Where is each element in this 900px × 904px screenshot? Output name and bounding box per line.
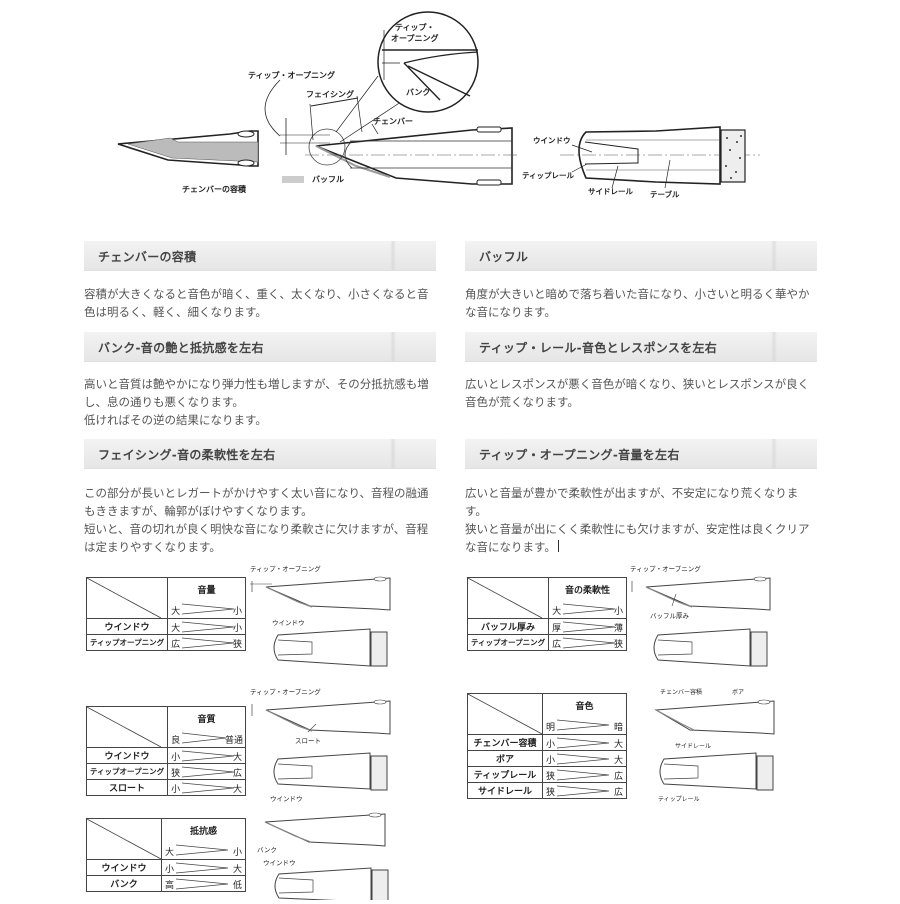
figure-resistance: バンク ウインドウ	[255, 806, 420, 903]
svg-text:ティップ・オープニング: ティップ・オープニング	[248, 70, 335, 80]
comparison-table-quality: 音質 良 普通 ウインドウ 小大 ティップオープニング 狭広 スロート 小大	[85, 706, 246, 796]
svg-text:ウインドウ: ウインドウ	[270, 795, 303, 803]
table-row: ティップオープニング 狭広	[85, 763, 246, 780]
svg-text:ティップ・オープニング: ティップ・オープニング	[250, 687, 321, 696]
svg-text:ティップ・オープニング: ティップ・オープニング	[250, 564, 321, 573]
table-row: ボア 小大	[467, 750, 627, 767]
tip-zoom-inset	[377, 11, 479, 113]
section-header-tip-opening: ティップ・オープニング-音量を左右	[465, 439, 817, 469]
section-paragraph: 高いと音質は艶やかになり弾力性も増しますが、その分抵抗感も増し、息の通りも悪くな…	[84, 377, 429, 409]
svg-text:チェンバー容積: チェンバー容積	[660, 688, 702, 696]
svg-text:ウインドウ: ウインドウ	[533, 136, 571, 145]
section-paragraph: 容積が大きくなると音色が暗く、重く、太くなり、小さくなると音色は明るく、軽く、細…	[84, 287, 429, 319]
table-row: バッフル厚み 厚薄	[466, 618, 627, 635]
section-title: フェイシング-音の柔軟性を左右	[98, 448, 276, 462]
table-diagonal-cell	[466, 577, 550, 619]
svg-text:チェンバーの容積: チェンバーの容積	[182, 184, 247, 194]
table-diagonal-cell	[86, 818, 162, 860]
table-row: スロート 小大	[85, 779, 246, 796]
section-paragraph: 低ければその逆の結果になります。	[84, 413, 267, 427]
section-body-bank: 高いと音質は艶やかになり弾力性も増しますが、その分抵抗感も増し、息の通りも悪くな…	[84, 375, 439, 429]
mouthpiece-anatomy-diagram: チェンバーの容積 ティップ・オープニング フェイシング	[100, 0, 820, 210]
svg-text:フェイシング: フェイシング	[306, 89, 354, 99]
svg-text:ボア: ボア	[732, 688, 744, 696]
section-title: バンク-音の艶と抵抗感を左右	[98, 341, 264, 355]
table-row: チェンバー容積 小大	[467, 734, 627, 751]
svg-text:バッフル厚み: バッフル厚み	[650, 612, 690, 620]
comparison-table-volume: 音量 大 小 ウインドウ 大小 ティップオープニング 広狭	[85, 577, 246, 651]
section-paragraph: 狭いと音量が出にくく柔軟性にも欠けますが、安定性は良くクリアな音になります。	[465, 522, 810, 554]
chamber-volume-figure	[117, 130, 259, 167]
section-title: ティップ・オープニング-音量を左右	[479, 448, 680, 462]
svg-text:ティップレール: ティップレール	[522, 170, 575, 180]
svg-text:ウインドウ: ウインドウ	[272, 619, 305, 627]
svg-text:ティップ・オープニング: ティップ・オープニング	[630, 564, 701, 573]
section-body-tip-rail: 広いとレスポンスが悪く音色が暗くなり、狭いとレスポンスが良く音色が荒くなります。	[465, 375, 820, 411]
comparison-table-tone-color: 音色 明 暗 チェンバー容積 小大 ボア 小大 ティップレール 狭広 サイドレー…	[467, 693, 627, 799]
comparison-table-flexibility: 音の柔軟性 大 小 バッフル厚み 厚薄 ティップオープニング 広狭	[466, 577, 627, 651]
table-row: ティップオープニング 広狭	[466, 634, 627, 651]
section-header-baffle: バッフル	[465, 241, 817, 271]
svg-text:テーブル: テーブル	[650, 189, 680, 199]
svg-text:サイドレール: サイドレール	[675, 743, 711, 750]
figure-quality: ティップ・オープニング スロート ウインドウ	[250, 684, 420, 809]
section-header-tip-rail: ティップ・レール-音色とレスポンスを左右	[465, 332, 817, 362]
table-header-cell: 音質 良 普通	[167, 706, 246, 748]
table-header-cell: 音量 大 小	[167, 577, 246, 619]
section-header-bank: バンク-音の艶と抵抗感を左右	[84, 332, 436, 362]
svg-text:バンク: バンク	[406, 87, 430, 97]
table-diagonal-cell	[85, 706, 169, 748]
section-paragraph: 広いと音量が豊かで柔軟性が出ますが、不安定になり荒くなります。	[465, 486, 799, 518]
section-header-chamber-volume: チェンバーの容積	[84, 241, 436, 271]
table-row: ウインドウ 小大	[85, 747, 246, 764]
mouthpiece-diagram-svg: チェンバーの容積 ティップ・オープニング フェイシング	[117, 11, 760, 199]
svg-text:スロート: スロート	[295, 737, 321, 745]
svg-text:ティップレール: ティップレール	[658, 796, 700, 803]
svg-text:バッフル: バッフル	[312, 175, 344, 184]
mouthpiece-side-view	[264, 75, 520, 186]
section-body-tip-opening: 広いと音量が豊かで柔軟性が出ますが、不安定になり荒くなります。 狭いと音量が出に…	[465, 484, 820, 556]
svg-text:サイドレール: サイドレール	[588, 187, 633, 196]
svg-text:ウインドウ: ウインドウ	[263, 859, 296, 867]
table-row: ティップオープニング 広狭	[85, 634, 246, 651]
table-diagonal-cell	[85, 577, 169, 619]
table-row: バンク 高低	[86, 875, 246, 892]
section-title: ティップ・レール-音色とレスポンスを左右	[479, 341, 718, 355]
section-body-baffle: 角度が大きいと暗めで落ち着いた音になり、小さいと明るく華やかな音になります。	[465, 285, 820, 321]
section-header-facing: フェイシング-音の柔軟性を左右	[84, 439, 436, 469]
table-diagonal-cell	[467, 693, 543, 735]
figure-tone-color: チェンバー容積 ボア サイドレール ティップレール	[650, 684, 810, 809]
section-body-chamber-volume: 容積が大きくなると音色が暗く、重く、太くなり、小さくなると音色は明るく、軽く、細…	[84, 285, 439, 321]
table-row: ウインドウ 大小	[85, 618, 246, 635]
section-paragraph: 広いとレスポンスが悪く音色が暗くなり、狭いとレスポンスが良く音色が荒くなります。	[465, 377, 810, 409]
table-row: サイドレール 狭広	[467, 782, 627, 799]
table-header-cell: 音の柔軟性 大 小	[548, 577, 627, 619]
table-row: ティップレール 狭広	[467, 766, 627, 783]
table-row: ウインドウ 小大	[86, 859, 246, 876]
svg-text:オープニング: オープニング	[391, 33, 439, 43]
figure-volume: ティップ・オープニング ウインドウ	[250, 562, 420, 682]
svg-text:チェンバー: チェンバー	[373, 117, 413, 126]
section-paragraph: 短いと、音の切れが良く明快な音になり柔軟さに欠けますが、音程は定まりやすくなりま…	[84, 522, 429, 554]
table-header-cell: 抵抗感 大 小	[161, 818, 246, 860]
svg-text:バンク: バンク	[257, 846, 277, 854]
figure-flexibility: ティップ・オープニング バッフル厚み	[630, 562, 800, 682]
comparison-table-resistance: 抵抗感 大 小 ウインドウ 小大 バンク 高低	[86, 818, 246, 892]
section-paragraph: 角度が大きいと暗めで落ち着いた音になり、小さいと明るく華やかな音になります。	[465, 287, 810, 319]
section-body-facing: この部分が長いとレガートがかけやすく太い音になり、音程の融通もききますが、輪郭が…	[84, 484, 439, 556]
mouthpiece-top-view	[560, 126, 760, 189]
table-header-cell: 音色 明 暗	[542, 693, 627, 735]
section-title: チェンバーの容積	[98, 250, 197, 264]
section-title: バッフル	[479, 250, 529, 264]
section-paragraph: この部分が長いとレガートがかけやすく太い音になり、音程の融通もききますが、輪郭が…	[84, 486, 429, 518]
text-cursor	[557, 540, 559, 552]
svg-text:ティップ・: ティップ・	[395, 22, 435, 32]
